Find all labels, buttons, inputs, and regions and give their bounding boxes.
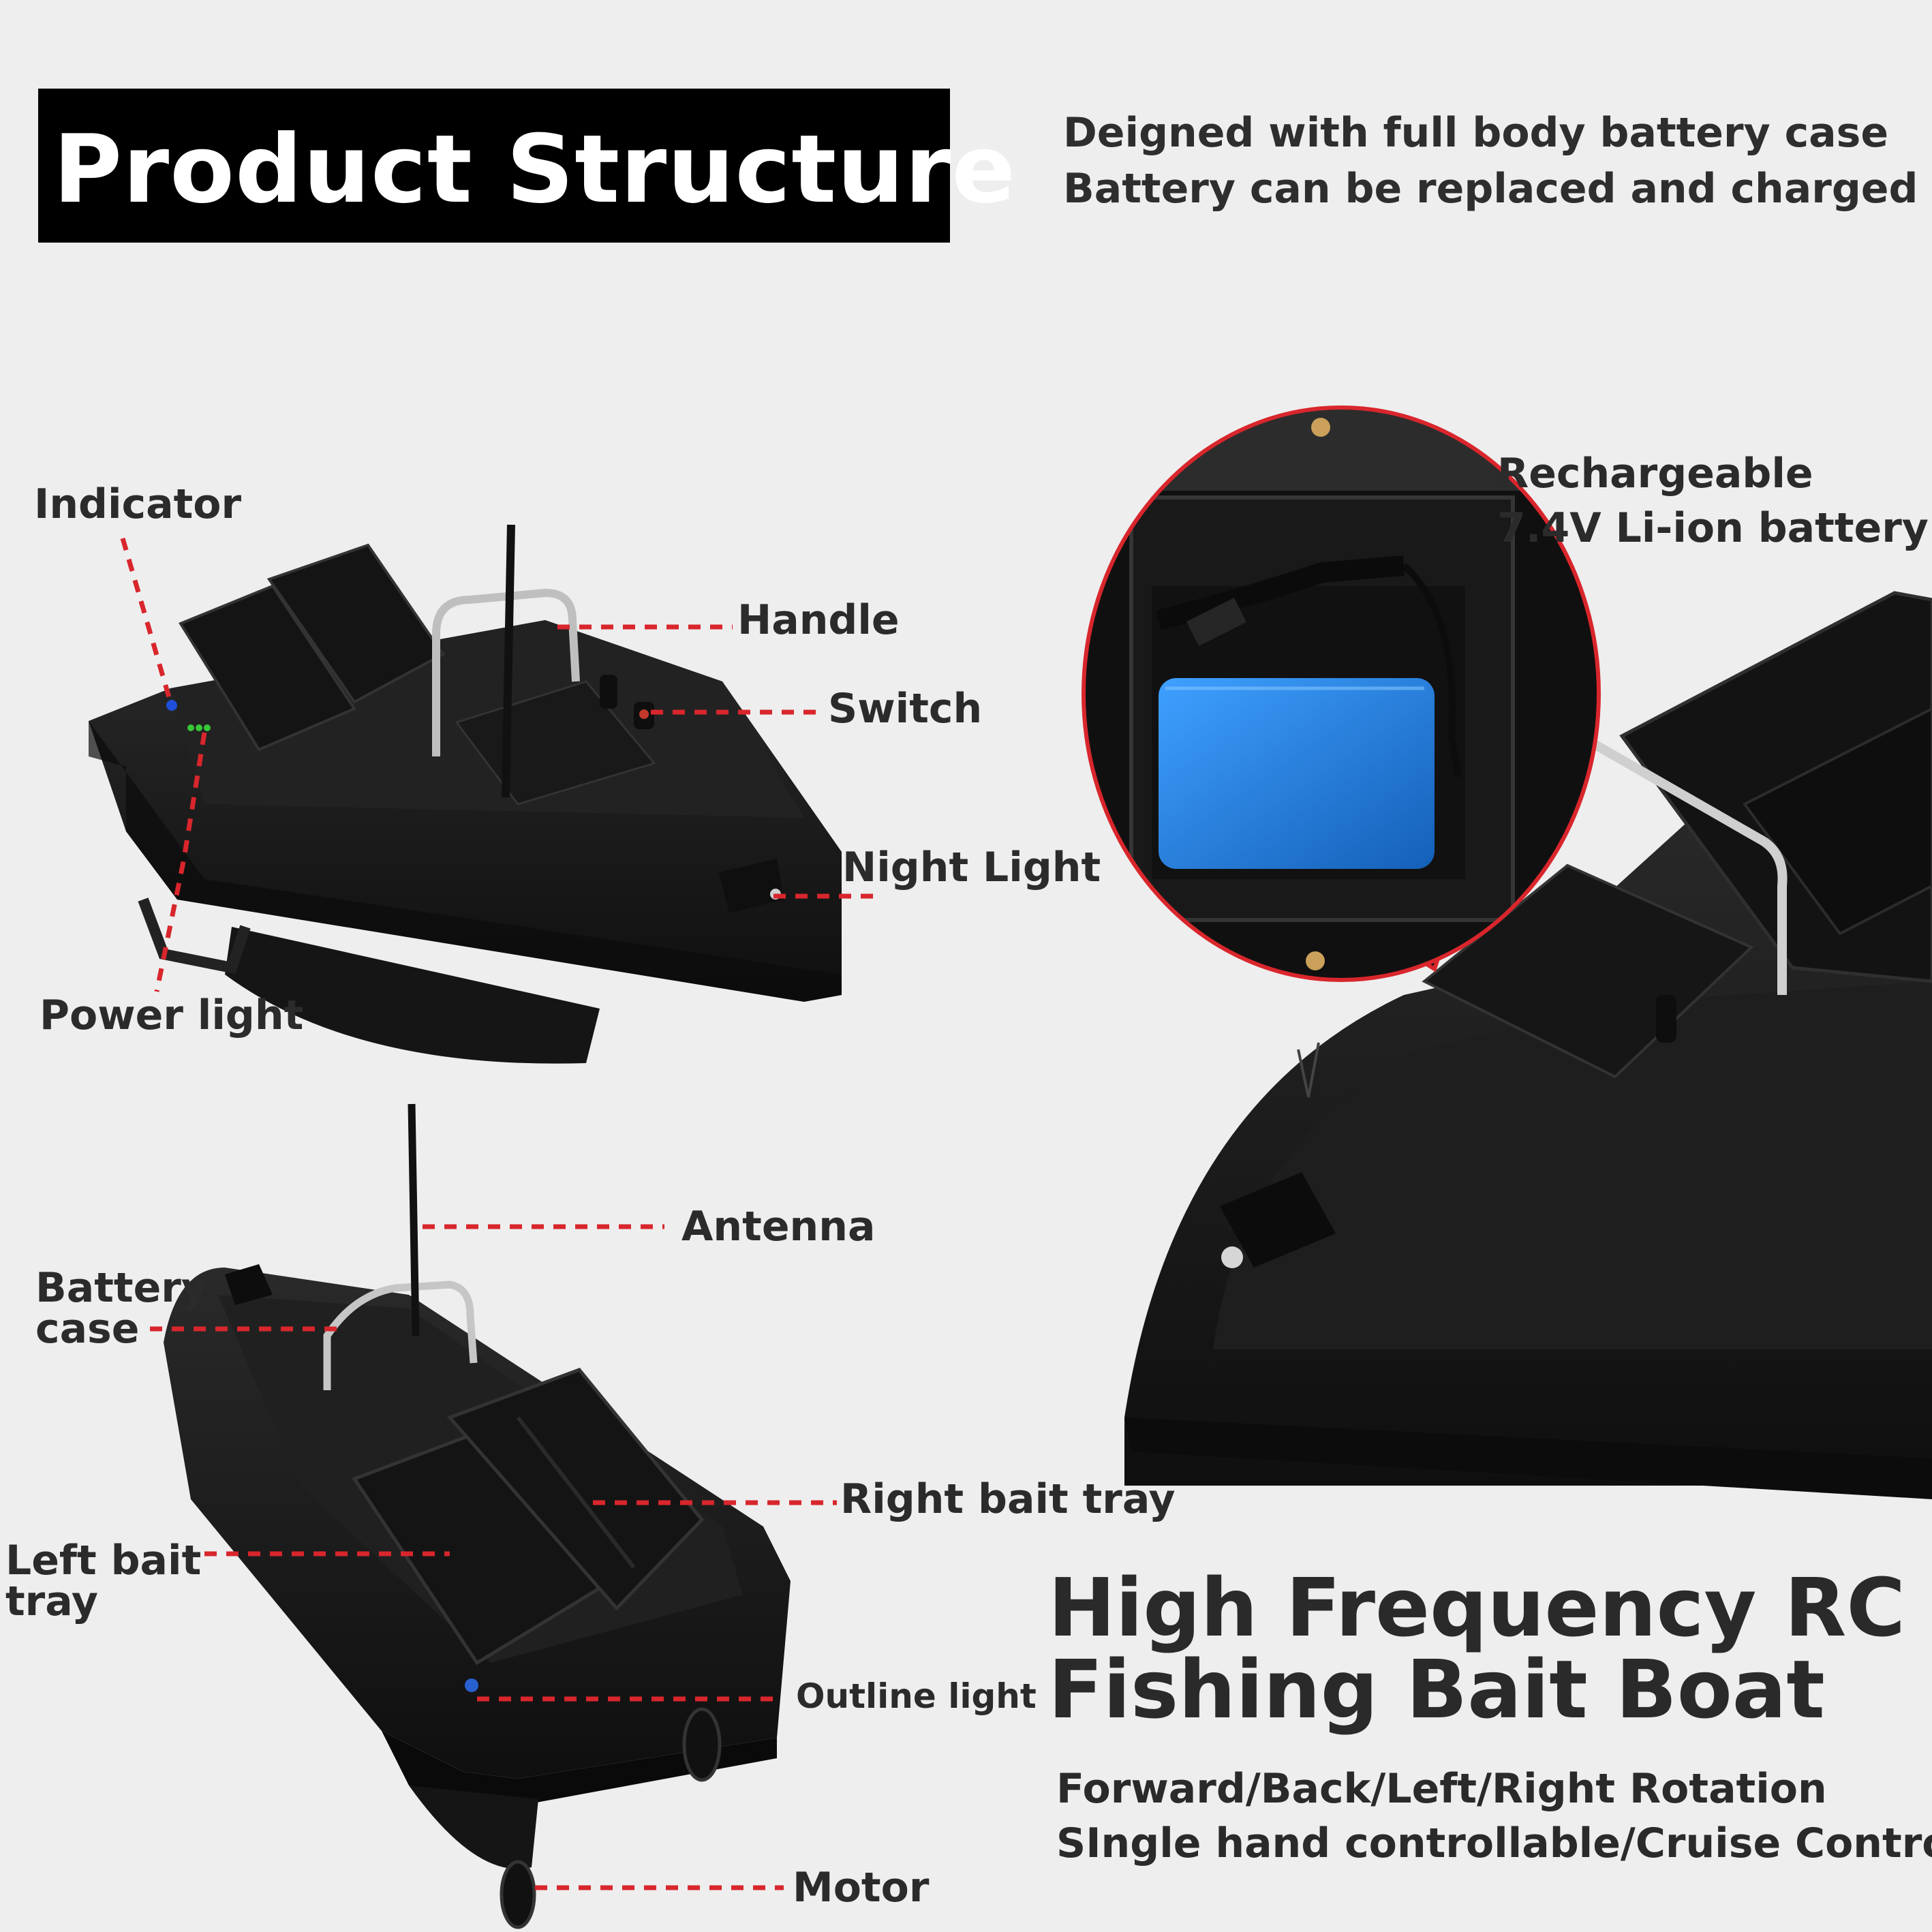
power-light-label: Power light: [40, 992, 304, 1039]
indicator-leader-line: [120, 538, 173, 703]
battery-case-label-line-2: case: [35, 1305, 140, 1353]
night-light-label: Night Light: [842, 844, 1101, 891]
tagline-line-1: Deigned with full body battery case: [1063, 109, 1889, 157]
antenna-label: Antenna: [681, 1203, 876, 1251]
top-boat: [89, 524, 842, 1064]
feature-rotation: Forward/Back/Left/Right Rotation: [1056, 1765, 1827, 1813]
battery-case-label-line-1: Battery: [35, 1264, 208, 1312]
battery-zoom-bubble: [1082, 405, 1601, 982]
right-bait-tray-label: Right bait tray: [840, 1475, 1176, 1523]
feature-control: SIngle hand controllable/Cruise Control: [1056, 1820, 1932, 1867]
big-boat: [1124, 591, 1932, 1499]
leader-lines: [120, 538, 879, 1890]
outline-light-label: Outline light: [796, 1676, 1037, 1716]
indicator-label: Indicator: [34, 480, 242, 528]
product-title-line-2: Fishing Bait Boat: [1048, 1642, 1825, 1736]
title-banner: Product Structure: [38, 89, 1015, 243]
handle-label: Handle: [737, 596, 900, 644]
left-bait-tray-label-line-2: tray: [5, 1578, 99, 1625]
tagline-line-2: Battery can be replaced and charged: [1063, 165, 1918, 213]
battery-callout-line-1: Rechargeable: [1497, 450, 1813, 497]
power-light-leader-line: [154, 732, 207, 992]
bottom-boat: [164, 1103, 791, 1929]
motor-label: Motor: [793, 1864, 930, 1912]
left-bait-tray-label-line-1: Left bait: [5, 1537, 202, 1584]
product-title-line-1: High Frequency RC: [1048, 1561, 1905, 1655]
page-title: Product Structure: [53, 114, 1017, 224]
switch-label: Switch: [828, 685, 983, 733]
battery-callout-line-2: 7.4V Li-ion battery: [1497, 504, 1929, 552]
